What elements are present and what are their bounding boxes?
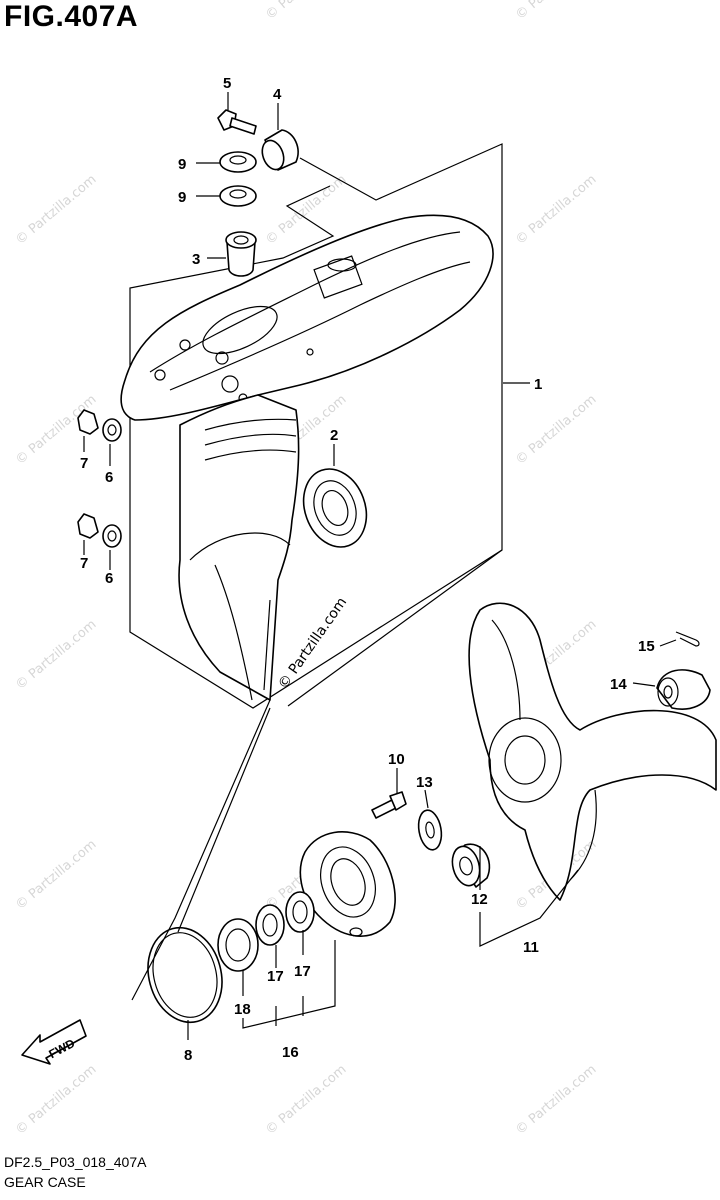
leader-lines [83,92,677,1040]
callout: 2 [330,427,338,444]
bearing-housing [299,831,396,937]
callout: 16 [282,1044,299,1061]
callout: 5 [223,75,231,92]
callout: 7 [80,555,88,572]
watermark: © Partzilla.com [513,172,599,248]
watermark: © Partzilla.com [263,0,349,23]
section-name: GEAR CASE [4,1174,86,1190]
callout: 1 [534,376,542,393]
watermark: © Partzilla.com [13,617,99,693]
gear-case-boundary [129,143,503,709]
gear-case-body [120,214,494,701]
callout: 17 [294,963,311,980]
fwd-arrow-icon: FWD [21,1019,87,1065]
watermark-main: © Partzilla.com [275,595,350,693]
bushing-part-12 [451,843,491,888]
cap-nut-part-14 [656,669,711,710]
watermark: © Partzilla.com [263,172,349,248]
bolt-part-10 [371,791,407,819]
callout: 15 [638,638,655,655]
bolt-part-5 [217,109,257,135]
footer: DF2.5_P03_018_407A GEAR CASE [4,1152,146,1192]
callout: 14 [610,676,627,693]
washer-part-13 [417,809,443,851]
gasket-part-6 [102,418,122,548]
watermark: © Partzilla.com [513,1062,599,1138]
callout: 18 [234,1001,251,1018]
callout: 6 [105,469,113,486]
figure-title: FIG.407A [4,0,139,33]
plug-part-4 [261,129,299,171]
callout: 11 [523,939,539,956]
callout-labels: 5 4 9 9 3 1 2 7 6 7 6 15 14 10 13 12 11 … [80,75,655,1064]
oil-seal-part-9 [219,151,257,207]
callout: 7 [80,455,88,472]
bearing-part-2 [302,468,368,548]
bushing-part-3 [225,231,257,277]
watermark: © Partzilla.com [513,0,599,23]
watermark: © Partzilla.com [513,392,599,468]
watermark: © Partzilla.com [13,172,99,248]
callout: 4 [273,86,282,103]
callout: 9 [178,156,186,173]
bearing-part-18 [217,918,259,972]
callout: 10 [388,751,405,768]
diagram-code: DF2.5_P03_018_407A [4,1154,147,1170]
propeller-part-11 [468,602,717,901]
watermark: © Partzilla.com [13,837,99,913]
oil-seal-part-17 [255,891,315,946]
drain-plug-part-7 [77,409,99,539]
callout: 9 [178,189,186,206]
callout: 8 [184,1047,192,1064]
cotter-pin-part-15 [675,631,700,647]
callout: 6 [105,570,113,587]
o-ring-part-8 [147,926,223,1024]
callout: 12 [471,891,488,908]
watermark: © Partzilla.com [13,1062,99,1138]
callout: 3 [192,251,200,268]
callout: 17 [267,968,284,985]
callout: 13 [416,774,433,791]
watermark: © Partzilla.com [263,1062,349,1138]
